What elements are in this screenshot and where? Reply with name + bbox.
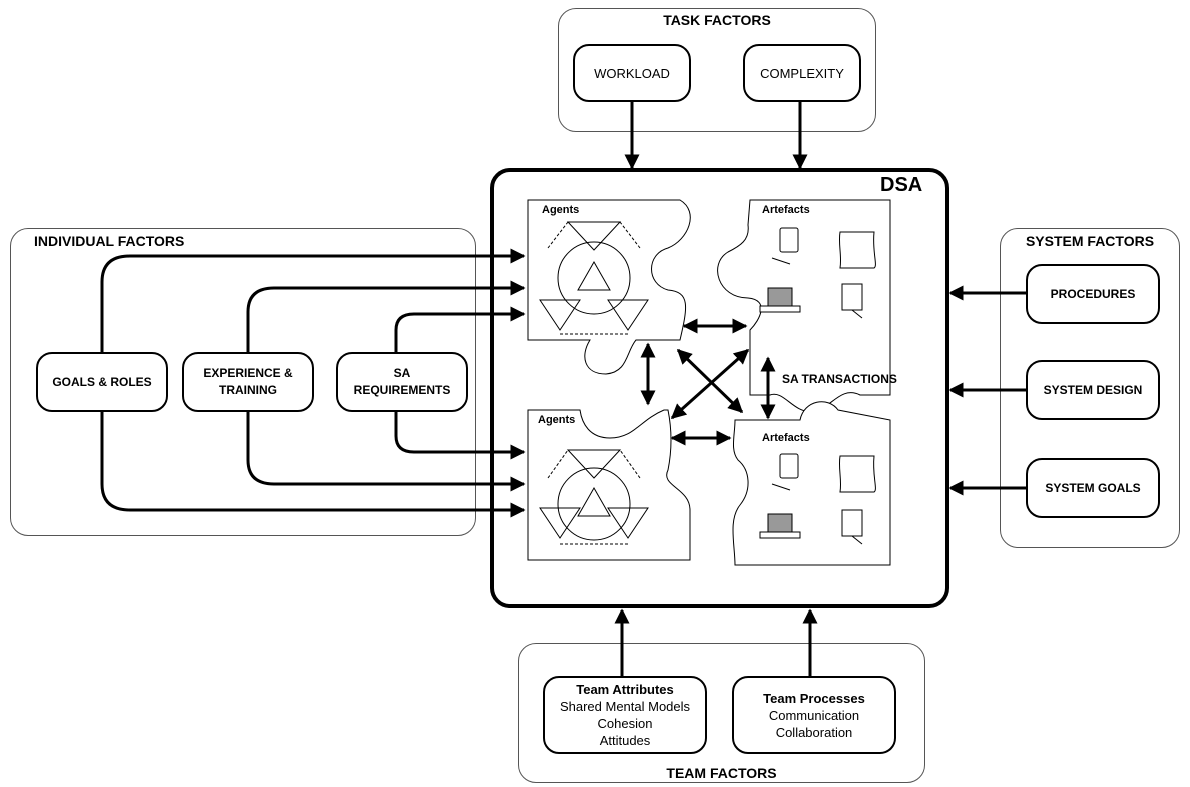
goals-roles-box: GOALS & ROLES <box>36 352 168 412</box>
monitor-icon <box>841 283 863 311</box>
team-attribute-item: Attitudes <box>599 733 651 748</box>
dsa-title: DSA <box>880 174 923 196</box>
puzzle-agents-top <box>527 199 691 375</box>
monitor-icon <box>841 509 863 537</box>
experience-training-box: EXPERIENCE & TRAINING <box>182 352 314 412</box>
individual-factors-group <box>10 228 476 536</box>
agents-label-bottom: Agents <box>538 414 576 426</box>
team-factors-title: TEAM FACTORS <box>666 765 777 781</box>
artefacts-label-top: Artefacts <box>762 204 810 216</box>
document-icon <box>838 455 876 493</box>
team-attribute-item: Shared Mental Models <box>559 699 691 714</box>
sa-req-line2: REQUIREMENTS <box>353 383 451 397</box>
agents-label-top: Agents <box>542 204 580 216</box>
sa-transactions-label: SA TRANSACTIONS <box>782 372 897 386</box>
connector-goals-bottom <box>100 412 526 518</box>
system-goals-box: SYSTEM GOALS <box>1026 458 1160 518</box>
connector-experience-bottom <box>246 412 526 492</box>
team-process-item: Collaboration <box>775 724 853 740</box>
sa-requirements-box: SA REQUIREMENTS <box>336 352 468 412</box>
computer-icon <box>779 227 799 253</box>
artefacts-top-icons <box>759 227 876 319</box>
complexity-label: COMPLEXITY <box>760 65 844 81</box>
procedures-box: PROCEDURES <box>1026 264 1160 324</box>
team-attribute-item: Cohesion <box>597 716 653 731</box>
computer-icon <box>779 453 799 479</box>
workload-label: WORKLOAD <box>594 65 670 81</box>
laptop-icon <box>767 287 793 307</box>
laptop-icon <box>767 513 793 533</box>
connector-experience-top <box>246 280 526 352</box>
system-factors-title: SYSTEM FACTORS <box>1025 233 1155 249</box>
complexity-box: COMPLEXITY <box>743 44 861 102</box>
document-icon <box>838 231 876 269</box>
connector-sareq-top <box>394 306 526 352</box>
connector-sareq-bottom <box>394 412 526 460</box>
system-goals-label: SYSTEM GOALS <box>1045 481 1141 495</box>
puzzle-agents-bottom <box>527 409 691 561</box>
procedures-label: PROCEDURES <box>1050 287 1136 301</box>
connector-goals-top <box>100 248 526 352</box>
system-design-box: SYSTEM DESIGN <box>1026 360 1160 420</box>
agents-top-diagram <box>539 221 649 335</box>
artefacts-bottom-icons <box>759 453 876 545</box>
system-factors-group <box>1000 228 1180 548</box>
experience-line1: EXPERIENCE & <box>203 366 293 380</box>
team-processes-box: Team Processes Communication Collaborati… <box>732 676 896 754</box>
goals-roles-label: GOALS & ROLES <box>52 375 152 389</box>
task-factors-title: TASK FACTORS <box>663 12 771 28</box>
team-attributes-title: Team Attributes <box>576 682 674 697</box>
task-factors-group <box>558 8 876 132</box>
team-processes-title: Team Processes <box>763 690 865 706</box>
individual-factors-title: INDIVIDUAL FACTORS <box>34 233 185 249</box>
team-process-item: Communication <box>768 707 860 723</box>
experience-line2: TRAINING <box>219 383 277 397</box>
agents-bottom-diagram <box>539 449 649 545</box>
team-factors-group <box>518 643 925 783</box>
workload-box: WORKLOAD <box>573 44 691 102</box>
team-attributes-box: Team Attributes Shared Mental Models Coh… <box>543 676 707 754</box>
system-design-label: SYSTEM DESIGN <box>1043 383 1143 397</box>
sa-transaction-arrows <box>640 318 776 446</box>
artefacts-label-bottom: Artefacts <box>762 432 810 444</box>
sa-req-line1: SA <box>393 366 411 380</box>
